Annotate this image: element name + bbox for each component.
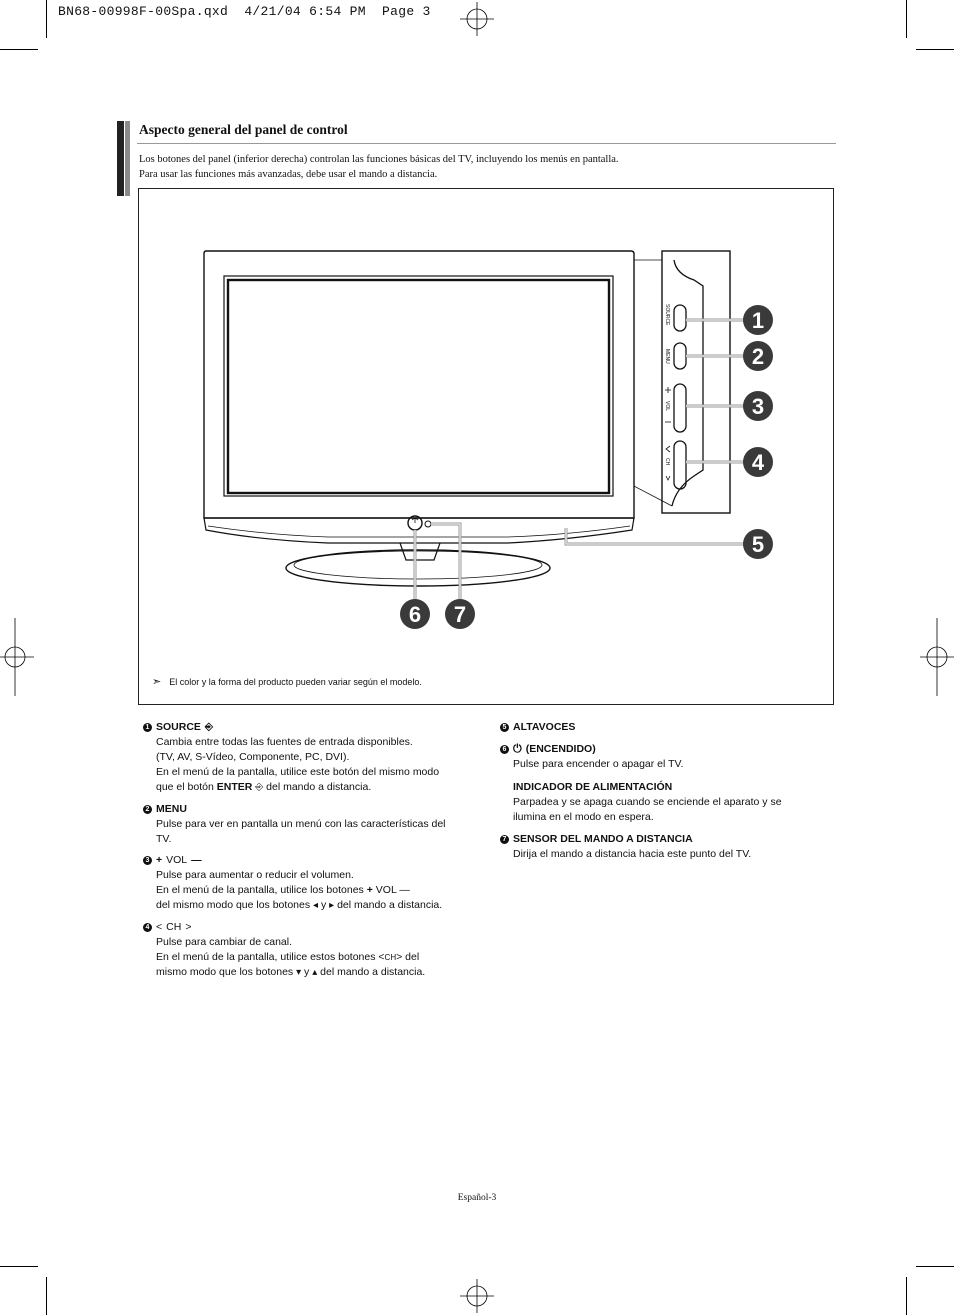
item-title: SOURCE [156, 721, 201, 733]
section-title: Aspecto general del panel de control [139, 122, 348, 137]
minus-icon: — [191, 854, 202, 866]
item-vol: 3+VOL— Pulse para aumentar o reducir el … [143, 853, 442, 913]
callout-6: 6 [409, 602, 421, 627]
tv-frame [203, 250, 635, 519]
side-panel [661, 250, 731, 514]
item-line: Pulse para encender o apagar el TV. [513, 758, 684, 770]
item-line: En el menú de la pantalla, utilice estos… [156, 951, 420, 963]
chevron-right-icon: > [185, 921, 192, 933]
chevron-right-icon: > [396, 951, 403, 963]
source-icon: ⎆ [204, 722, 213, 733]
intro-line: Para usar las funciones más avanzadas, d… [139, 169, 438, 180]
plus-icon: + [366, 884, 373, 896]
note-text: El color y la forma del producto pueden … [169, 677, 422, 687]
section-bar-light [125, 121, 130, 196]
side-label-source: SOURCE [664, 304, 670, 326]
side-label-vol: VOL [664, 401, 670, 411]
item-line: Pulse para cambiar de canal. [156, 936, 292, 948]
item-number: 6 [500, 745, 509, 754]
power-icon: ⏻ [513, 743, 522, 755]
figure-note: ➣ El color y la forma del producto pueden… [152, 675, 422, 688]
tv-screen-outer [223, 275, 614, 497]
tv-stand [285, 549, 551, 587]
down-arrow-icon: ▾ [296, 967, 302, 978]
item-number: 3 [143, 856, 152, 865]
item-line: mismo modo que los botones ▾ y ▴ del man… [156, 966, 426, 978]
chevron-left-icon: < [156, 921, 163, 933]
enter-icon: ⎆ [255, 782, 264, 793]
item-subtitle: INDICADOR DE ALIMENTACIÓN [513, 781, 673, 793]
item-line: Dirija el mando a distancia hacia este p… [513, 848, 752, 860]
item-title: (ENCENDIDO) [525, 743, 596, 755]
side-label-ch: CH [664, 458, 670, 466]
note-arrow-icon: ➣ [152, 676, 162, 688]
section-intro: Los botones del panel (inferior derecha)… [139, 152, 829, 182]
left-arrow-icon: ◂ [313, 900, 319, 911]
item-number: 7 [500, 835, 509, 844]
tv-screen [226, 278, 611, 495]
minus-icon: — [399, 884, 410, 896]
callout-5: 5 [752, 532, 764, 557]
item-line: TV. [156, 833, 172, 845]
tv-bottom-bezel [203, 517, 635, 544]
figure-frame [138, 188, 834, 705]
right-arrow-icon: ▸ [329, 900, 335, 911]
item-number: 2 [143, 805, 152, 814]
page-footer: Español-3 [457, 1193, 497, 1203]
item-title: ALTAVOCES [513, 721, 576, 733]
item-ch: 4<CH> Pulse para cambiar de canal. En el… [143, 920, 425, 980]
item-line: Parpadea y se apaga cuando se enciende e… [513, 796, 782, 808]
item-speakers: 5 ALTAVOCES [500, 720, 575, 735]
item-line: En el menú de la pantalla, utilice los b… [156, 884, 410, 896]
callout-7: 7 [454, 602, 466, 627]
item-line: Pulse para ver en pantalla un menú con l… [156, 818, 446, 830]
callout-3: 3 [752, 394, 764, 419]
side-menu-button [673, 342, 687, 370]
item-number: 1 [143, 723, 152, 732]
callout-1: 1 [752, 308, 764, 333]
side-ch-button [673, 440, 687, 490]
item-line: (TV, AV, S-Vídeo, Componente, PC, DVI). [156, 751, 350, 763]
item-title: SENSOR DEL MANDO A DISTANCIA [513, 833, 693, 845]
item-line: que el botón ENTER ⎆ del mando a distanc… [156, 781, 372, 793]
item-title: VOL [166, 854, 188, 866]
item-line: En el menú de la pantalla, utilice este … [156, 766, 440, 778]
side-vol-button [673, 383, 687, 433]
item-power: 6 ⏻(ENCENDIDO) Pulse para encender o apag… [500, 742, 782, 825]
side-label-menu: MENU [664, 349, 670, 364]
item-title: CH [166, 921, 182, 933]
side-source-button [673, 304, 687, 332]
item-line: del mismo modo que los botones ◂ y ▸ del… [156, 899, 443, 911]
item-menu: 2 MENU Pulse para ver en pantalla un menú… [143, 802, 446, 847]
remote-sensor-icon [424, 520, 432, 528]
item-number: 4 [143, 923, 152, 932]
plus-icon: + [156, 854, 163, 866]
item-line: Cambia entre todas las fuentes de entrad… [156, 736, 413, 748]
item-remote-sensor: 7 SENSOR DEL MANDO A DISTANCIA Dirija el … [500, 832, 751, 862]
item-number: 5 [500, 723, 509, 732]
tv-diagram: SOURCE MENU VOL CH 1 2 3 4 5 6 [203, 250, 773, 629]
item-line: ilumina en el modo en espera. [513, 811, 654, 823]
section-rule [137, 143, 836, 144]
callout-2: 2 [752, 344, 764, 369]
print-slug: BN68-00998F-00Spa.qxd 4/21/04 6:54 PM Pa… [58, 4, 431, 19]
chevron-left-icon: < [378, 951, 385, 963]
intro-line: Los botones del panel (inferior derecha)… [139, 154, 619, 165]
item-line: Pulse para aumentar o reducir el volumen… [156, 869, 354, 881]
item-title: MENU [156, 803, 187, 815]
callout-4: 4 [752, 450, 765, 475]
up-arrow-icon: ▴ [312, 967, 318, 978]
section-bar [117, 121, 124, 196]
